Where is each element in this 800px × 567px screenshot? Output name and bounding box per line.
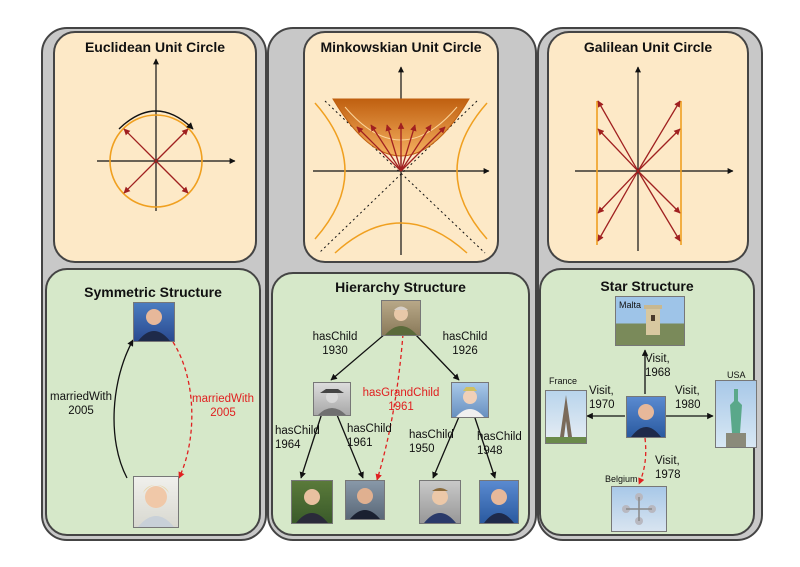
portrait-left-child — [313, 382, 351, 416]
portrait-grandchild-2 — [345, 480, 385, 520]
label-star-left: Visit, 1970 — [589, 384, 629, 412]
euclidean-panel: Euclidean Unit Circle — [53, 31, 257, 263]
galilean-vectors — [597, 100, 681, 242]
label-usa: USA — [727, 370, 746, 380]
symmetric-title: Symmetric Structure — [84, 284, 222, 300]
photo-belgium — [611, 486, 667, 532]
label-star-right: Visit, 1980 — [675, 384, 715, 412]
label-ll-relation: hasChild — [275, 425, 320, 437]
label-root-right-relation: hasChild — [442, 331, 488, 343]
edge-married-red — [172, 341, 193, 479]
label-ll-year: 1964 — [275, 439, 301, 451]
label-rl: hasChild 1950 — [409, 428, 461, 456]
edge-right-rl — [432, 411, 462, 479]
portrait-right-child — [451, 382, 489, 418]
edge-right-rr — [472, 411, 497, 479]
edge-red-relation: marriedWith — [192, 393, 254, 405]
edge-black-year: 2005 — [68, 405, 94, 417]
symmetric-red-label: marriedWith 2005 — [187, 392, 259, 420]
euclid-vectors — [123, 128, 189, 194]
star-title: Star Structure — [600, 278, 694, 294]
minkowski-vectors — [356, 122, 446, 172]
label-grandchild: hasGrandChild 1961 — [361, 386, 441, 414]
label-star-down-year: 1978 — [655, 469, 681, 481]
symmetric-black-label: marriedWith 2005 — [49, 390, 113, 418]
label-belgium: Belgium — [605, 474, 638, 484]
star-edges — [586, 349, 714, 485]
photo-usa — [715, 380, 757, 448]
label-grandchild-relation: hasGrandChild — [362, 387, 440, 399]
edge-left-ll — [299, 409, 324, 479]
edge-root-left — [330, 333, 386, 381]
symmetric-panel: Symmetric Structure marriedWith 2005 mar… — [45, 268, 261, 536]
star-panel: Star Structure Malta France USA Belgium … — [539, 268, 757, 536]
label-star-up: Visit, 1968 — [645, 352, 685, 380]
edge-grandchild-red — [375, 333, 404, 481]
label-star-down-relation: Visit, — [655, 455, 680, 467]
portrait-grandchild-3 — [419, 480, 461, 524]
label-root-left: hasChild 1930 — [303, 330, 367, 358]
hierarchy-edges — [299, 333, 497, 481]
photo-france — [545, 390, 587, 444]
label-lr: hasChild 1961 — [347, 422, 399, 450]
label-ll: hasChild 1964 — [275, 424, 327, 452]
label-lr-relation: hasChild — [347, 423, 392, 435]
unit-circle — [109, 114, 203, 208]
label-rr: hasChild 1948 — [477, 430, 527, 458]
hierarchy-panel: Hierarchy Structure hasChild — [271, 272, 530, 536]
label-root-left-relation: hasChild — [312, 331, 358, 343]
hierarchy-title: Hierarchy Structure — [335, 279, 466, 295]
edge-married-black — [113, 339, 134, 479]
edge-red-year: 2005 — [210, 407, 236, 419]
hyperbola-right — [456, 102, 488, 240]
label-rl-relation: hasChild — [409, 429, 454, 441]
label-star-left-year: 1970 — [589, 399, 615, 411]
symmetric-edges — [113, 339, 193, 479]
portrait-grandchild-4 — [479, 480, 519, 524]
label-france: France — [549, 376, 578, 386]
label-root-right: hasChild 1926 — [433, 330, 497, 358]
hyperbola-left — [314, 102, 346, 240]
minkowskian-title: Minkowskian Unit Circle — [320, 39, 482, 55]
portrait-photo-top — [133, 302, 175, 342]
label-rr-year: 1948 — [477, 445, 503, 457]
photo-malta — [615, 296, 685, 346]
label-star-up-year: 1968 — [645, 367, 671, 379]
label-malta: Malta — [619, 300, 642, 310]
edge-root-right — [414, 333, 460, 381]
euclidean-title: Euclidean Unit Circle — [84, 39, 226, 55]
label-star-right-relation: Visit, — [675, 385, 700, 397]
label-root-right-year: 1926 — [452, 345, 478, 357]
label-star-up-relation: Visit, — [645, 353, 670, 365]
galilean-diagram — [575, 66, 734, 251]
label-lr-year: 1961 — [347, 437, 373, 449]
galilean-title: Galilean Unit Circle — [583, 39, 713, 55]
label-root-left-year: 1930 — [322, 345, 348, 357]
hyperbola-bottom — [334, 222, 468, 254]
edge-black-relation: marriedWith — [50, 391, 112, 403]
label-star-down: Visit, 1978 — [655, 454, 695, 482]
portrait-grandchild-1 — [291, 480, 333, 524]
euclidean-diagram — [97, 58, 236, 211]
label-rl-year: 1950 — [409, 443, 435, 455]
rotation-arc — [118, 110, 194, 130]
galilean-panel: Galilean Unit Circle — [547, 31, 749, 263]
label-star-right-year: 1980 — [675, 399, 701, 411]
portrait-root — [381, 300, 421, 336]
label-star-left-relation: Visit, — [589, 385, 614, 397]
minkowskian-diagram — [313, 66, 490, 255]
edge-left-lr — [334, 409, 364, 479]
portrait-star-center — [626, 396, 666, 438]
label-grandchild-year: 1961 — [388, 401, 414, 413]
edge-star-down — [638, 437, 647, 485]
minkowskian-panel: Minkowskian Unit Circle — [303, 31, 499, 263]
portrait-photo-bottom — [133, 476, 179, 528]
label-rr-relation: hasChild — [477, 431, 522, 443]
